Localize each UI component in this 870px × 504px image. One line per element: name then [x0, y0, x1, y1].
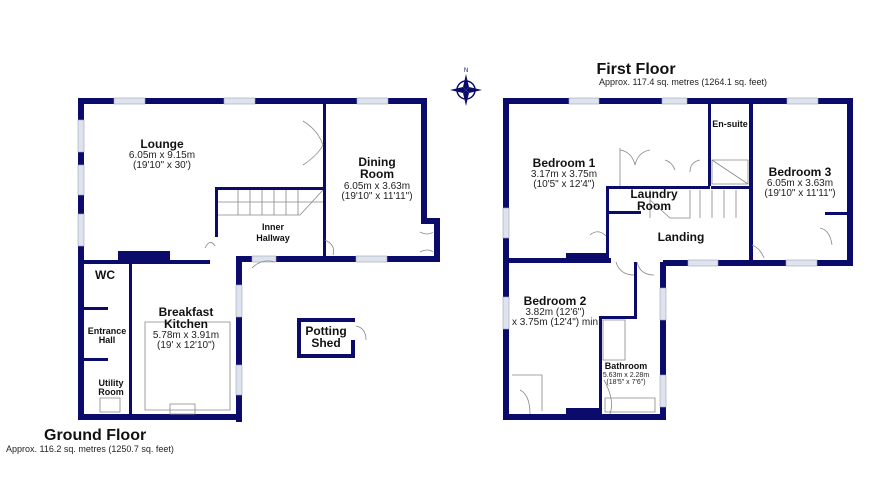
room-lounge: Lounge 6.05m x 9.15m (19'10" x 30')	[129, 137, 195, 171]
svg-text:Breakfast: Breakfast	[159, 305, 214, 319]
svg-text:5.78m x 3.91m: 5.78m x 3.91m	[153, 330, 219, 341]
svg-text:(19'10" x 11'11"): (19'10" x 11'11")	[764, 188, 835, 199]
room-inner-hallway: Inner Hallway	[256, 222, 290, 243]
svg-text:3.17m x 3.75m: 3.17m x 3.75m	[531, 169, 597, 180]
svg-text:Lounge: Lounge	[140, 137, 184, 151]
svg-text:Shed: Shed	[311, 336, 340, 350]
svg-text:Room: Room	[360, 167, 394, 181]
room-en-suite: En-suite	[712, 119, 748, 129]
ground-floor-area: Approx. 116.2 sq. metres (1250.7 sq. fee…	[6, 444, 174, 454]
room-entrance-hall: Entrance Hall	[88, 326, 127, 345]
north-compass-icon: N	[450, 68, 482, 106]
room-potting-shed: Potting Shed	[305, 324, 346, 350]
svg-text:(10'5" x 12'4"): (10'5" x 12'4")	[533, 179, 595, 190]
svg-text:Bedroom 3: Bedroom 3	[769, 165, 832, 179]
first-floor-windows	[502, 97, 819, 408]
svg-text:Room: Room	[98, 387, 124, 397]
svg-text:Room: Room	[637, 199, 671, 213]
room-dining-room: Dining Room 6.05m x 3.63m (19'10" x 11'1…	[341, 155, 412, 202]
first-floor-fixtures	[512, 148, 833, 415]
svg-text:Kitchen: Kitchen	[164, 317, 208, 331]
svg-text:Landing: Landing	[658, 230, 705, 244]
svg-text:Inner: Inner	[262, 222, 285, 232]
svg-text:WC: WC	[95, 268, 115, 282]
svg-text:Hallway: Hallway	[256, 233, 290, 243]
svg-text:6.05m x 3.63m: 6.05m x 3.63m	[767, 178, 833, 189]
room-bedroom-3: Bedroom 3 6.05m x 3.63m (19'10" x 11'11"…	[764, 165, 835, 199]
svg-text:(19' x 12'10"): (19' x 12'10")	[157, 340, 215, 351]
ground-floor-title: Ground Floor	[44, 427, 146, 444]
svg-text:5.63m x 2.28m: 5.63m x 2.28m	[603, 372, 649, 379]
svg-text:Hall: Hall	[99, 335, 116, 345]
room-bathroom: Bathroom 5.63m x 2.28m (18'5" x 7'6")	[603, 361, 649, 386]
stairs	[99, 120, 434, 415]
svg-text:N: N	[464, 68, 468, 74]
room-bedroom-2: Bedroom 2 3.82m (12'6") x 3.75m (12'4") …	[512, 294, 598, 328]
svg-text:(18'5" x 7'6"): (18'5" x 7'6")	[606, 379, 645, 386]
room-bedroom-1: Bedroom 1 3.17m x 3.75m (10'5" x 12'4")	[531, 156, 597, 190]
svg-text:(19'10" x 30'): (19'10" x 30')	[133, 160, 191, 171]
svg-text:Entrance: Entrance	[88, 326, 127, 336]
room-wc: WC	[95, 268, 115, 282]
svg-text:6.05m x 9.15m: 6.05m x 9.15m	[129, 150, 195, 161]
svg-text:Bedroom 1: Bedroom 1	[533, 156, 596, 170]
ground-floor-windows	[77, 97, 389, 396]
svg-text:Bedroom 2: Bedroom 2	[524, 294, 587, 308]
first-floor-title: First Floor	[596, 61, 675, 78]
svg-text:Utility: Utility	[98, 378, 123, 388]
svg-text:En-suite: En-suite	[712, 119, 748, 129]
svg-text:Potting: Potting	[305, 324, 346, 338]
svg-text:3.82m (12'6"): 3.82m (12'6")	[525, 307, 584, 318]
svg-text:Bathroom: Bathroom	[605, 361, 648, 371]
room-utility-room: Utility Room	[98, 378, 124, 397]
svg-text:x 3.75m (12'4") min: x 3.75m (12'4") min	[512, 317, 598, 328]
room-landing: Landing	[658, 230, 705, 244]
svg-text:Laundry: Laundry	[630, 187, 678, 201]
room-breakfast-kitchen: Breakfast Kitchen 5.78m x 3.91m (19' x 1…	[153, 305, 219, 351]
svg-text:Dining: Dining	[358, 155, 395, 169]
svg-text:6.05m x 3.63m: 6.05m x 3.63m	[344, 181, 410, 192]
first-floor-walls	[503, 98, 853, 420]
first-floor-area: Approx. 117.4 sq. metres (1264.1 sq. fee…	[599, 77, 767, 87]
svg-text:(19'10" x 11'11"): (19'10" x 11'11")	[341, 191, 412, 202]
room-laundry-room: Laundry Room	[630, 187, 678, 213]
